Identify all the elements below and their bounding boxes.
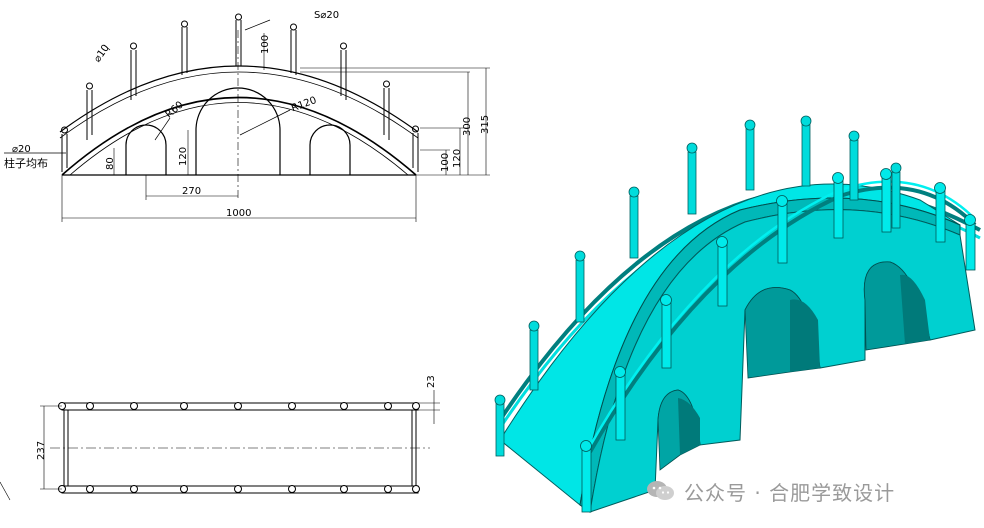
front-post-caps — [61, 13, 419, 134]
dim-sphere: S⌀20 — [314, 10, 339, 21]
front-posts — [61, 20, 419, 172]
watermark-text: 公众号 · 合肥学致设计 — [684, 480, 896, 505]
dim-315: 315 — [480, 115, 491, 134]
dim-237: 237 — [36, 441, 47, 460]
bridge-3d-model — [494, 115, 981, 513]
dim-100-right: 100 — [440, 153, 451, 172]
dim-23: 23 — [426, 375, 437, 388]
wechat-icon — [647, 481, 674, 500]
dim-post-dia: ⌀20 — [12, 144, 31, 155]
top-view-dimensions: 23 237 — [36, 375, 437, 460]
dim-80: 80 — [105, 157, 116, 170]
bridge-far-posts — [494, 115, 902, 457]
watermark: 公众号 · 合肥学致设计 — [646, 476, 895, 506]
dim-270: 270 — [182, 186, 201, 197]
dim-rail-dia: ⌀10 — [92, 43, 112, 65]
dim-100-top: 100 — [260, 35, 271, 54]
front-view — [4, 13, 490, 222]
post-note: 柱子均布 — [4, 156, 48, 170]
dim-r60: R60 — [164, 99, 186, 120]
top-view — [0, 390, 440, 501]
dim-120-right: 120 — [452, 149, 463, 168]
dim-1000: 1000 — [226, 208, 251, 219]
dim-300: 300 — [462, 117, 473, 136]
dim-120-arch: 120 — [178, 147, 189, 166]
bridge-near-posts — [580, 168, 976, 513]
top-posts — [58, 402, 420, 493]
front-view-dimensions: S⌀20 ⌀10 100 R60 R120 300 315 ⌀20 柱子均布 8… — [4, 10, 491, 219]
